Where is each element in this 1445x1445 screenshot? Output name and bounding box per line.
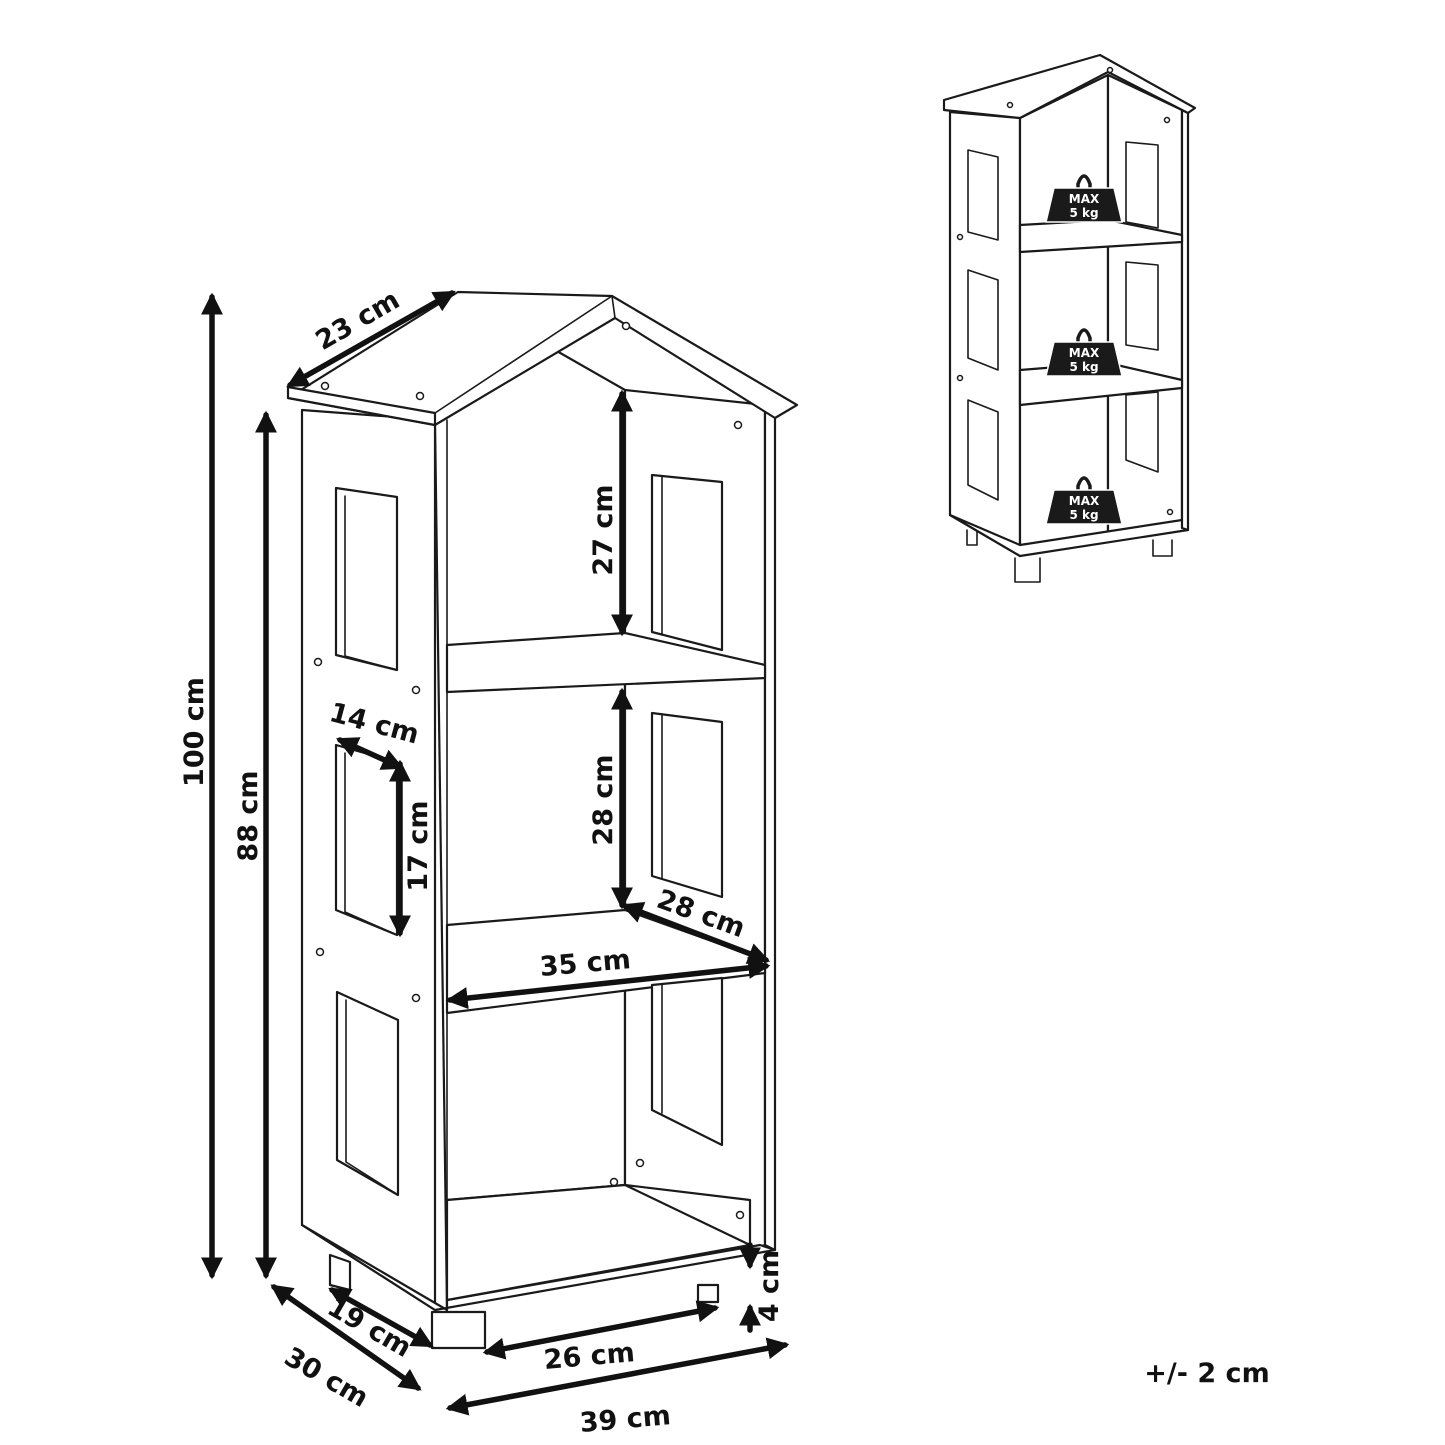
dim-line-total-width (445, 1337, 790, 1416)
label-leg-width: 26 cm (543, 1337, 636, 1376)
base-plinth (300, 1223, 777, 1312)
weight-icon (1045, 341, 1123, 377)
weight-badge-bottom: MAX 5 kg (1045, 476, 1123, 525)
bottom-shelf (445, 1183, 752, 1302)
label-total-width: 39 cm (579, 1400, 672, 1439)
label-total-depth: 30 cm (279, 1341, 373, 1413)
label-leg-height: 4 cm (754, 1250, 785, 1322)
right-window-top (650, 473, 724, 652)
leg-front-left (430, 1310, 487, 1350)
weight-badge-line2: 5 kg (1069, 360, 1098, 374)
label-top-compartment: 27 cm (588, 484, 619, 575)
weight-badge-top: MAX 5 kg (1045, 174, 1123, 223)
dim-line-shelf-depth (620, 902, 771, 964)
dim-line-roof-depth (286, 290, 456, 388)
right-panel-front-edge (763, 403, 777, 1252)
right-window-middle (650, 711, 724, 899)
label-body-height: 88 cm (233, 770, 264, 861)
leg-back-left (328, 1253, 352, 1292)
label-middle-compartment: 28 cm (588, 754, 619, 845)
tolerance-note: +/- 2 cm (1144, 1358, 1269, 1389)
weight-badge-line1: MAX (1069, 494, 1100, 508)
weight-badge-line2: 5 kg (1069, 508, 1098, 522)
leg-front-right (696, 1283, 720, 1304)
dim-line-total-depth (270, 1284, 422, 1391)
weight-icon (1045, 187, 1123, 223)
weight-badge-line1: MAX (1069, 346, 1100, 360)
main-bookcase-drawing (286, 290, 799, 1350)
weight-badge-line1: MAX (1069, 192, 1100, 206)
weight-badge-line2: 5 kg (1069, 206, 1098, 220)
label-total-height: 100 cm (179, 677, 210, 787)
dimension-lines (201, 290, 790, 1416)
shelf-upper (445, 631, 767, 694)
weight-icon (1045, 489, 1123, 525)
reference-bookcase-drawing (942, 53, 1197, 583)
weight-badge-middle: MAX 5 kg (1045, 328, 1123, 377)
dim-line-shelf-width (445, 956, 771, 1010)
label-window-height: 17 cm (403, 800, 434, 891)
